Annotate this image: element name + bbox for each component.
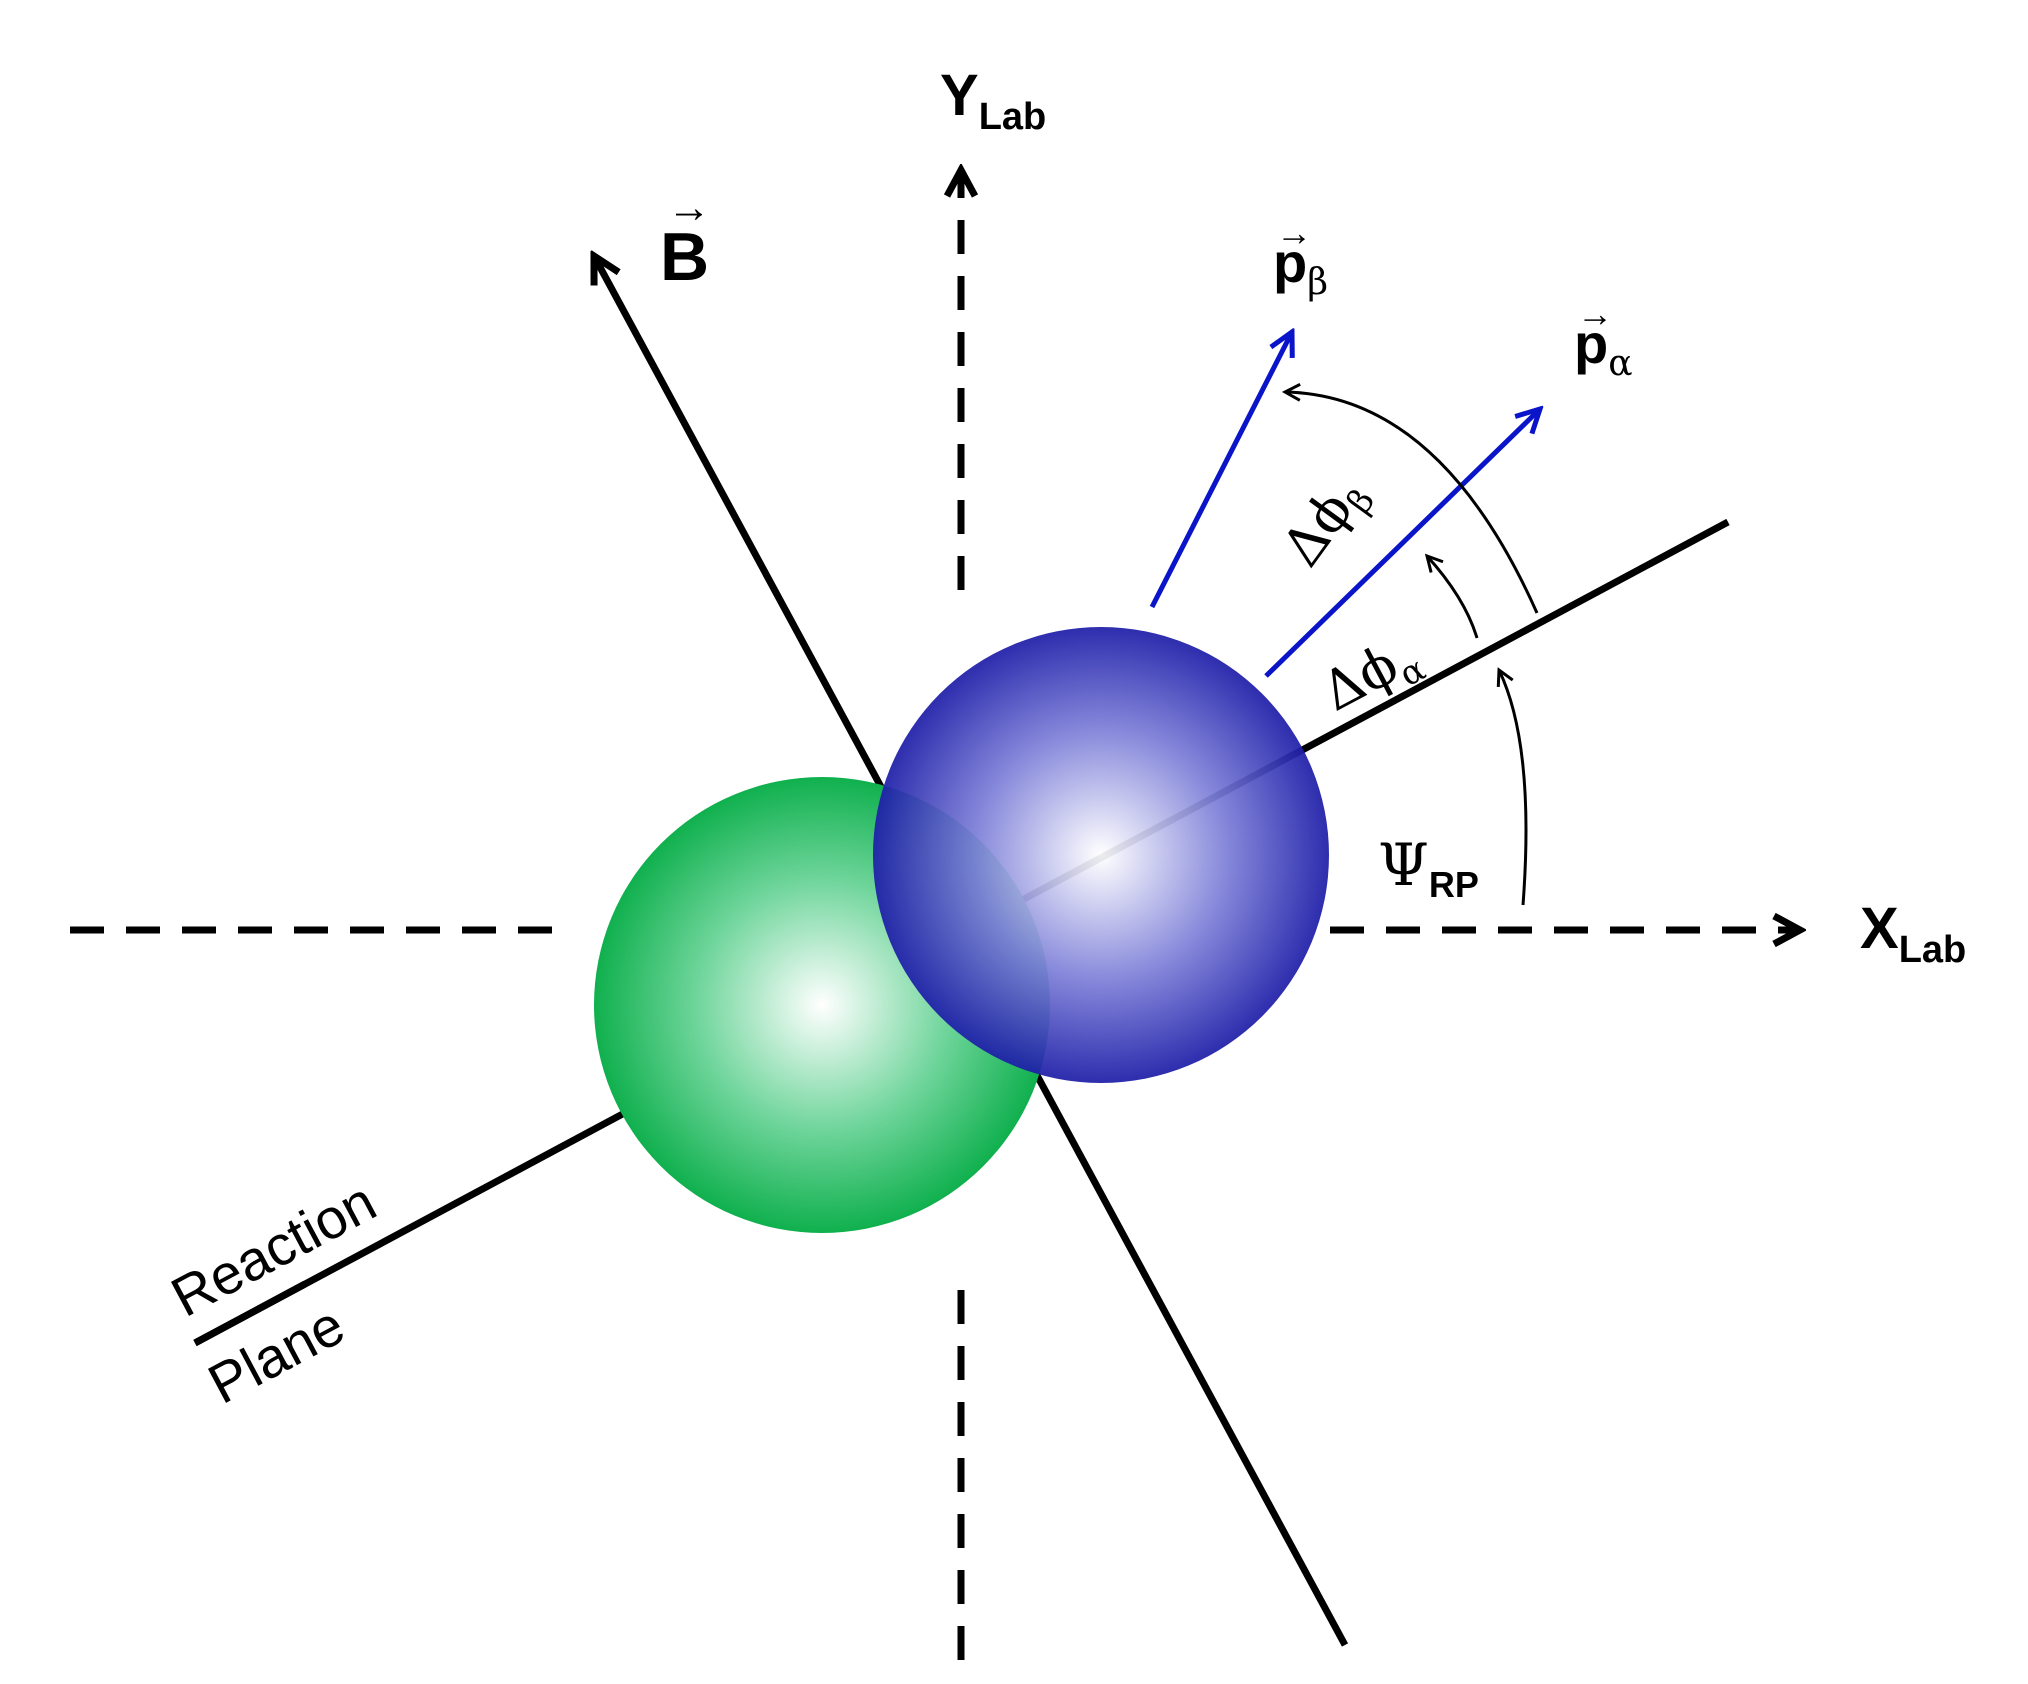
p-alpha-sub: α (1608, 343, 1632, 384)
dphi-beta-arc (1285, 392, 1539, 614)
p-beta-vector-mark: → (1276, 212, 1312, 253)
p-alpha-vector-mark: → (1577, 293, 1613, 334)
dphi-alpha-arc (1427, 556, 1479, 639)
p-alpha-main: p (1574, 312, 1608, 375)
p-beta-label: pβ (1273, 231, 1328, 303)
p-alpha-arrow (1264, 409, 1540, 678)
dphi-alpha-main: Δϕ (1312, 632, 1409, 723)
reaction-plane-underline (193, 1280, 307, 1347)
psi-rp-sub: RP (1429, 864, 1479, 905)
psi-rp-label: ΨRP (1378, 831, 1479, 905)
p-beta-main: p (1273, 231, 1307, 294)
psi-rp-main: Ψ (1378, 831, 1429, 899)
x-lab-main: X (1860, 896, 1899, 961)
x-lab-sub: Lab (1899, 929, 1967, 971)
b-field-label: B (660, 219, 709, 295)
p-beta-sub: β (1307, 262, 1328, 303)
nucleus-right (873, 627, 1329, 1083)
y-lab-label: YLab (940, 63, 1046, 138)
p-beta-arrow (1149, 332, 1292, 609)
b-vector-mark: → (667, 183, 711, 232)
y-lab-sub: Lab (979, 96, 1047, 138)
p-alpha-label: pα (1574, 312, 1633, 384)
y-lab-main: Y (940, 63, 979, 128)
x-lab-label: XLab (1860, 896, 1966, 971)
dphi-beta-label: Δϕβ (1270, 463, 1384, 582)
psi-rp-arc (1499, 670, 1528, 906)
